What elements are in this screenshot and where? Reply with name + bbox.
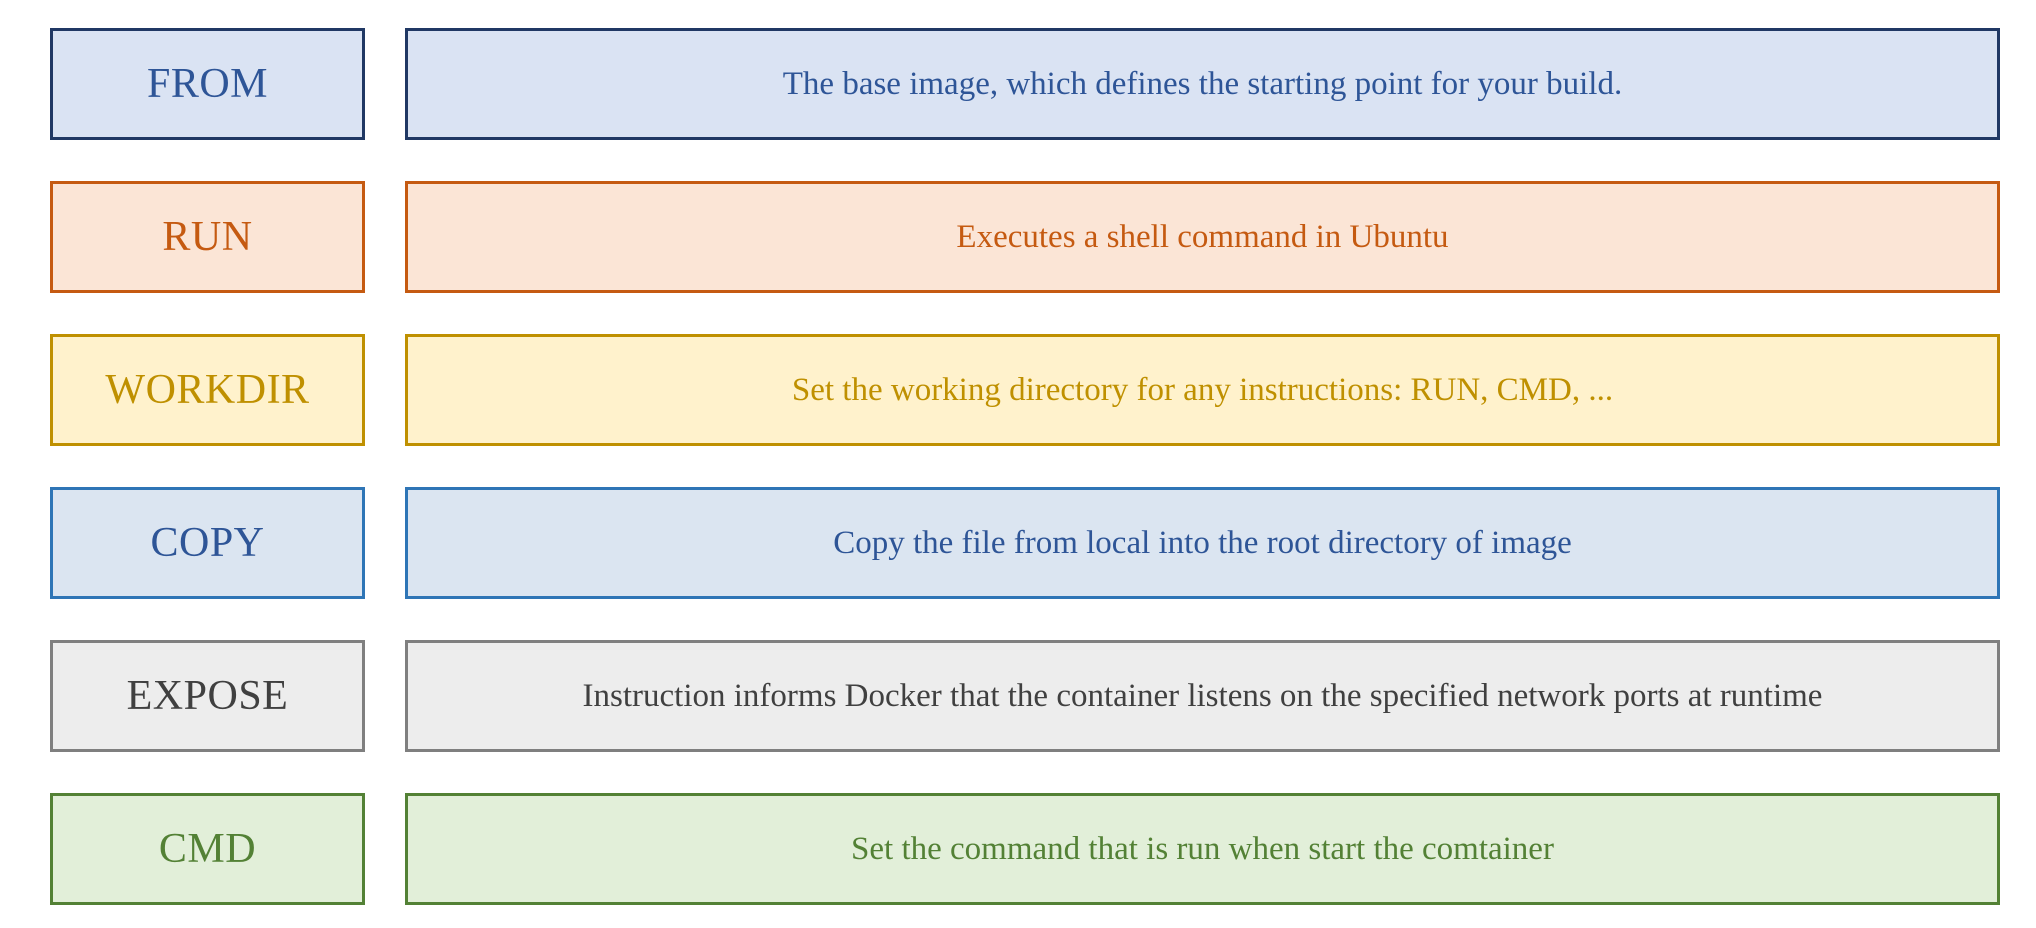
workdir-label: WORKDIR	[105, 367, 310, 413]
workdir-label-box: WORKDIR	[50, 334, 365, 446]
run-description-box: Executes a shell command in Ubuntu	[405, 181, 2000, 293]
from-label: FROM	[146, 61, 269, 107]
instruction-row-workdir: WORKDIR Set the working directory for an…	[50, 334, 2000, 446]
workdir-description-box: Set the working directory for any instru…	[405, 334, 2000, 446]
run-label-box: RUN	[50, 181, 365, 293]
cmd-description: Set the command that is run when start t…	[851, 830, 1554, 867]
instruction-row-copy: COPY Copy the file from local into the r…	[50, 487, 2000, 599]
cmd-label-box: CMD	[50, 793, 365, 905]
instruction-row-from: FROM The base image, which defines the s…	[50, 28, 2000, 140]
copy-description: Copy the file from local into the root d…	[833, 524, 1572, 561]
copy-label-box: COPY	[50, 487, 365, 599]
copy-description-box: Copy the file from local into the root d…	[405, 487, 2000, 599]
from-description: The base image, which defines the starti…	[782, 65, 1623, 102]
expose-description: Instruction informs Docker that the cont…	[582, 677, 1823, 714]
cmd-label: CMD	[158, 826, 257, 872]
run-description: Executes a shell command in Ubuntu	[956, 218, 1449, 255]
instruction-row-run: RUN Executes a shell command in Ubuntu	[50, 181, 2000, 293]
expose-description-box: Instruction informs Docker that the cont…	[405, 640, 2000, 752]
expose-label-box: EXPOSE	[50, 640, 365, 752]
from-label-box: FROM	[50, 28, 365, 140]
copy-label: COPY	[150, 520, 265, 566]
cmd-description-box: Set the command that is run when start t…	[405, 793, 2000, 905]
workdir-description: Set the working directory for any instru…	[791, 371, 1614, 408]
run-label: RUN	[162, 214, 253, 260]
instruction-row-cmd: CMD Set the command that is run when sta…	[50, 793, 2000, 905]
instruction-row-expose: EXPOSE Instruction informs Docker that t…	[50, 640, 2000, 752]
expose-label: EXPOSE	[126, 673, 289, 719]
from-description-box: The base image, which defines the starti…	[405, 28, 2000, 140]
